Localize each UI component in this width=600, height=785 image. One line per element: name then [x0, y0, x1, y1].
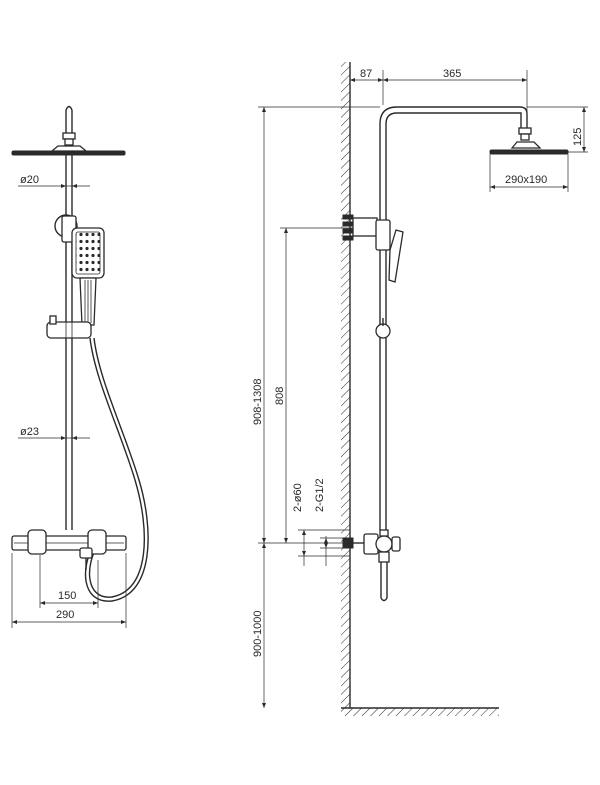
dim-mixer-width: 290: [11, 553, 127, 628]
wall-section: [341, 62, 351, 708]
dim-mixer-center: 150: [39, 555, 99, 608]
front-hand-shower: [71, 227, 105, 326]
dim-thread-size: 2-G1/2: [314, 478, 350, 566]
side-slider-knob: [375, 318, 391, 339]
label-total-height: 908-1308: [252, 379, 264, 426]
front-view: ø20 ø23: [11, 105, 149, 628]
dim-head-size: 290x190: [489, 154, 569, 192]
side-wall-bracket: [342, 214, 391, 251]
label-head-size: 290x190: [505, 174, 547, 186]
dim-total-height: 908-1308: [252, 106, 380, 543]
label-rail-diameter-bottom: ø23: [20, 426, 39, 438]
front-shower-hose: [84, 337, 149, 602]
side-rain-shower-head: [489, 127, 569, 155]
front-rain-shower-head: [11, 145, 126, 156]
label-mixer-center: 150: [58, 590, 76, 602]
front-vertical-rail: [65, 155, 73, 530]
floor-section: [341, 707, 499, 716]
label-head-drop: 125: [572, 128, 584, 146]
dim-head-drop: 125: [527, 106, 588, 153]
side-rail-and-arm: [379, 106, 528, 530]
dim-spout-offset: 87: [350, 68, 384, 105]
dim-outlet-diameter: 2-ø60: [292, 483, 350, 566]
side-view: 87 365 125: [252, 62, 588, 716]
label-arm-length: 365: [443, 68, 461, 80]
dim-holder-height: 808: [274, 227, 353, 543]
front-top-riser: [62, 105, 76, 146]
label-outlet-diameter: 2-ø60: [292, 483, 304, 512]
front-slider-holder: [46, 315, 92, 339]
label-spout-offset: 87: [360, 68, 372, 80]
dim-rail-diameter-bottom: ø23: [18, 426, 90, 440]
dim-arm-length: 365: [383, 68, 528, 128]
label-rail-diameter-top: ø20: [20, 174, 39, 186]
dim-install-height: 900-1000: [252, 542, 343, 708]
label-thread-size: 2-G1/2: [314, 478, 326, 512]
front-thermostatic-mixer: [11, 529, 127, 570]
side-thermostatic-mixer: [342, 529, 401, 602]
side-hand-shower: [388, 229, 404, 283]
label-holder-height: 808: [274, 387, 286, 405]
label-mixer-width: 290: [56, 609, 74, 621]
label-install-height: 900-1000: [252, 611, 264, 658]
dim-rail-diameter-top: ø20: [18, 174, 90, 188]
